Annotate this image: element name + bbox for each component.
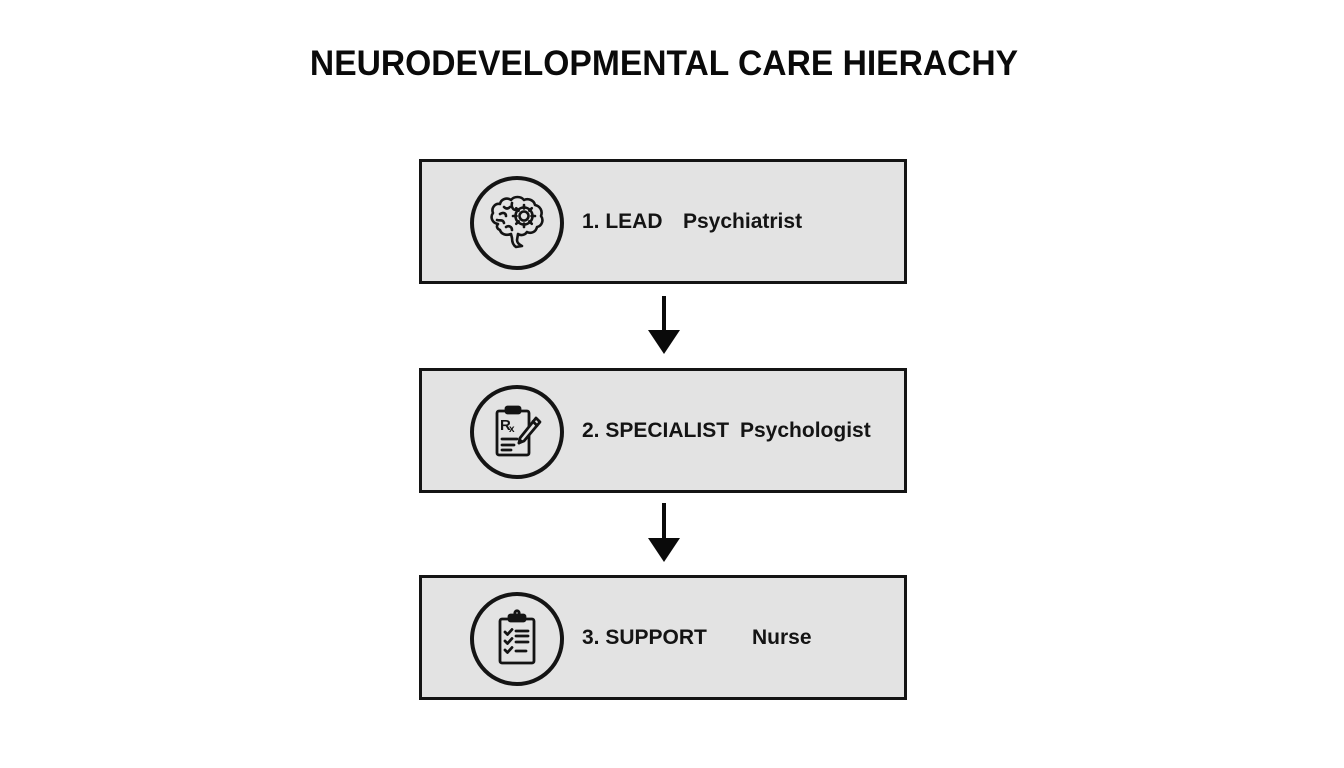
hierarchy-level-support: 3. SUPPORT Nurse [419, 575, 907, 700]
arrow-down-icon [648, 503, 680, 562]
level-rank: 2. SPECIALIST [582, 418, 730, 442]
checklist-clipboard-icon [470, 592, 564, 686]
level-role: Psychiatrist [683, 209, 803, 233]
diagram-title: NEURODEVELOPMENTAL CARE HIERACHY [309, 44, 1019, 83]
prescription-clipboard-pen-icon: R x [470, 385, 564, 479]
arrow-down-icon [648, 296, 680, 354]
level-role: Nurse [752, 625, 812, 649]
level-role: Psychologist [740, 418, 871, 442]
svg-text:R: R [500, 417, 511, 434]
level-label: 1. LEAD Psychiatrist [582, 162, 802, 281]
hierarchy-level-specialist: R x 2. SPECIALIST Psychologist [419, 368, 907, 493]
level-rank: 1. LEAD [582, 209, 663, 233]
level-label: 3. SUPPORT Nurse [582, 578, 812, 697]
brain-gear-icon [470, 176, 564, 270]
svg-text:x: x [509, 424, 515, 435]
level-label: 2. SPECIALIST Psychologist [582, 371, 871, 490]
hierarchy-level-lead: 1. LEAD Psychiatrist [419, 159, 907, 284]
level-rank: 3. SUPPORT [582, 625, 707, 649]
